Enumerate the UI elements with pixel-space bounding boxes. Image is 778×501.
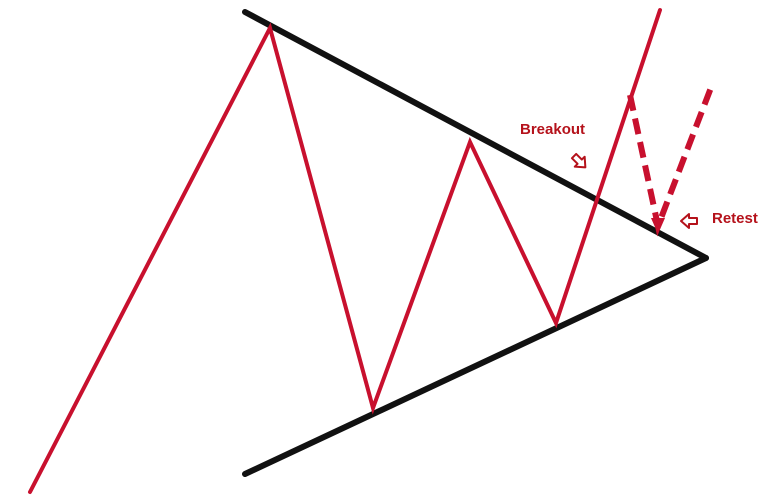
- breakout-label: Breakout: [520, 121, 585, 138]
- retest-arrowhead: [651, 218, 665, 234]
- upper-trendline: [242, 9, 709, 261]
- retest-dashed-line: [627, 83, 715, 237]
- hollow-arrow-icon: [680, 213, 698, 229]
- hollow-arrow-icon: [570, 152, 587, 169]
- lower-trendline: [242, 255, 709, 477]
- price-zigzag-line: [28, 8, 662, 494]
- retest-label: Retest: [712, 210, 758, 227]
